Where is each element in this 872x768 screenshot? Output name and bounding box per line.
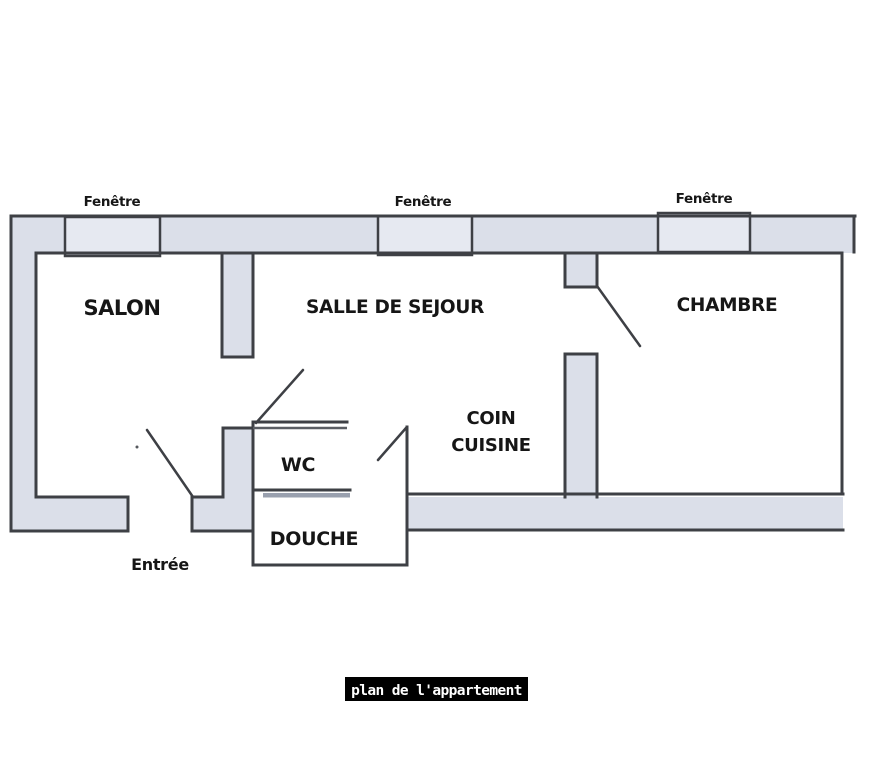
label-salon: SALON <box>84 296 161 320</box>
partition-salon-sejour <box>220 251 255 359</box>
label-fenetre-chambre: Fenêtre <box>676 191 733 207</box>
caption-box <box>345 677 528 701</box>
door-entree-swing <box>145 428 195 499</box>
label-wc: WC <box>281 454 315 476</box>
window-salon-frame <box>63 215 162 258</box>
wall-sejour-chambre-stub-band <box>565 253 597 287</box>
inner-wall-lines <box>34 251 845 533</box>
partition-sejour-chambre-stub <box>563 251 599 289</box>
wc-douche-divider-bar <box>263 493 350 498</box>
window-fills <box>65 213 750 256</box>
wall-bottom-band-left <box>11 497 128 531</box>
plan-labels: Fenêtre Fenêtre Fenêtre SALON SALLE DE S… <box>84 191 778 574</box>
window-chambre <box>658 213 750 252</box>
window-sejour <box>378 216 472 255</box>
label-fenetre-sejour: Fenêtre <box>395 194 452 210</box>
partition-cuisine-chambre <box>563 352 599 499</box>
wall-bottom-band-right <box>407 497 843 531</box>
label-fenetre-salon: Fenêtre <box>84 194 141 210</box>
label-cuisine: CUISINE <box>451 435 530 456</box>
label-chambre: CHAMBRE <box>677 295 778 316</box>
door-swings <box>145 284 642 499</box>
label-entree: Entrée <box>131 555 189 574</box>
wall-fills <box>11 217 855 531</box>
plan-lines <box>9 211 857 567</box>
window-salon <box>65 217 160 256</box>
wall-salon-sejour-band <box>222 253 253 357</box>
scan-speck <box>135 445 139 449</box>
door-sejour-swing <box>254 368 305 425</box>
wall-entry-l-band <box>192 428 253 531</box>
label-sejour: SALLE DE SEJOUR <box>306 297 484 318</box>
door-chambre-swing <box>595 284 642 348</box>
label-douche: DOUCHE <box>270 528 358 550</box>
caption-text: plan de l'appartement <box>351 683 522 699</box>
door-wc-swing <box>376 426 408 462</box>
label-coin: COIN <box>466 408 515 429</box>
wc-douche-box-walls <box>251 420 409 567</box>
window-chambre-frame <box>656 211 752 254</box>
wall-cuisine-chambre-band <box>565 354 597 497</box>
window-sejour-frame <box>376 214 474 257</box>
caption: plan de l'appartement <box>351 683 522 699</box>
outer-wall-lines <box>9 214 857 533</box>
wall-left-band <box>11 217 36 531</box>
